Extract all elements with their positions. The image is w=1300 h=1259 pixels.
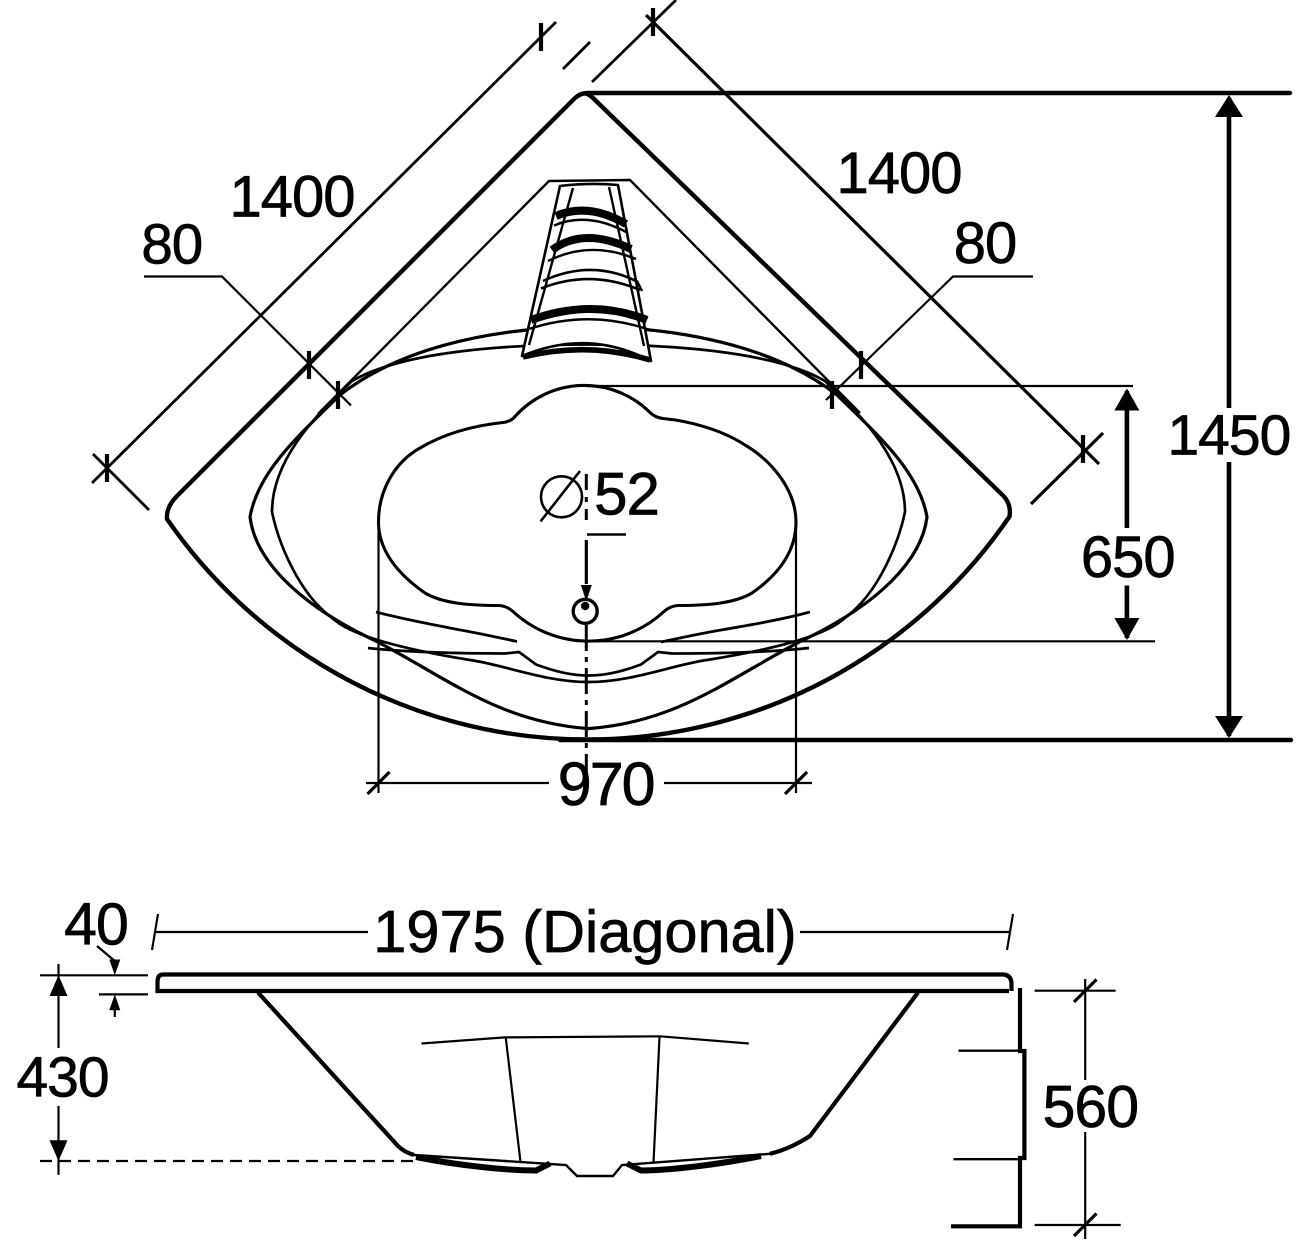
svg-text:80: 80 xyxy=(954,211,1017,276)
svg-text:80: 80 xyxy=(141,213,202,276)
svg-text:1450: 1450 xyxy=(1167,404,1290,468)
svg-text:1400: 1400 xyxy=(229,165,354,230)
svg-text:40: 40 xyxy=(64,892,128,958)
svg-text:1975 (Diagonal): 1975 (Diagonal) xyxy=(373,898,796,965)
svg-text:430: 430 xyxy=(16,1046,108,1110)
svg-text:560: 560 xyxy=(1043,1074,1138,1140)
svg-text:1400: 1400 xyxy=(836,141,961,206)
svg-text:650: 650 xyxy=(1081,525,1175,590)
svg-text:970: 970 xyxy=(558,750,654,818)
svg-text:52: 52 xyxy=(594,461,659,528)
